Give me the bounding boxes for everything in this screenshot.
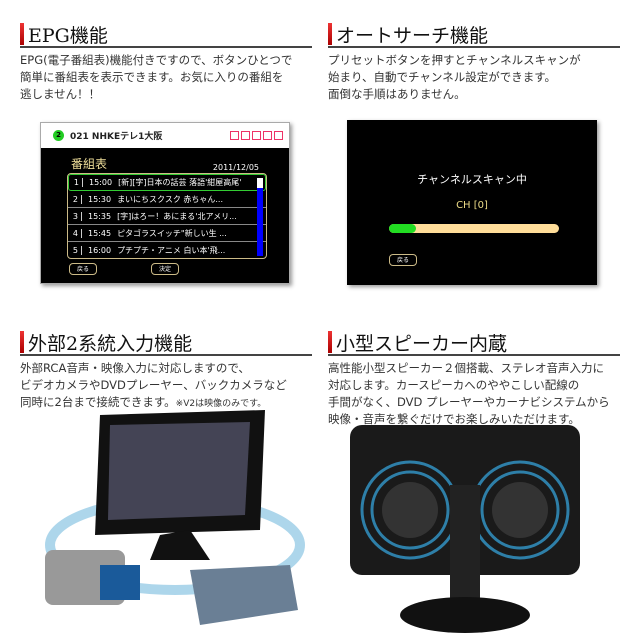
desc-line: ビデオカメラやDVDプレーヤー、バックカメラなど <box>20 378 287 392</box>
heading: 外部2系統入力機能 <box>28 332 193 355</box>
heading: オートサーチ機能 <box>336 24 489 47</box>
desc-line: 対応します。カースピーカへのややこしい配線の <box>328 378 580 392</box>
status-icons <box>230 131 283 140</box>
heading: 小型スピーカー内蔵 <box>336 332 508 355</box>
desc-line: 同時に2台まで接続できます。 <box>20 395 176 409</box>
section-speaker: 小型スピーカー内蔵 高性能小型スピーカー２個搭載、ステレオ音声入力に対応します。… <box>328 330 620 428</box>
note: ※V2は映像のみです。 <box>175 399 267 409</box>
desc-line: EPG(電子番組表)機能付きですので、ボタンひとつで <box>20 53 293 67</box>
section-epg: EPG機能 EPG(電子番組表)機能付きですので、ボタンひとつで簡単に番組表を表… <box>20 22 312 103</box>
desc-line: プリセットボタンを押すとチャンネルスキャンが <box>328 53 581 67</box>
scan-screen: チャンネルスキャン中 CH [0] 戻る <box>347 120 597 285</box>
channel-name: 021 NHKEテレ1大阪 <box>70 132 163 142</box>
heading: EPG機能 <box>28 24 108 47</box>
confirm-button[interactable]: 決定 <box>151 263 179 275</box>
desc-line: 映像・音声を繋ぐだけでお楽しみいただけます。 <box>328 412 580 426</box>
heading-accent <box>20 331 24 353</box>
desc-line: 高性能小型スピーカー２個搭載、ステレオ音声入力に <box>328 361 604 375</box>
heading-accent <box>20 23 24 45</box>
heading-accent <box>328 23 332 45</box>
section-inputs: 外部2系統入力機能 外部RCA音声・映像入力に対応しますので、ビデオカメラやDV… <box>20 330 312 413</box>
desc-line: 簡単に番組表を表示できます。お気に入りの番組を <box>20 70 284 84</box>
desc-line: 始まり、自動でチャンネル設定ができます。 <box>328 70 557 84</box>
desc-line: 面倒な手順はありません。 <box>328 87 466 101</box>
scan-progress-bar <box>389 224 559 233</box>
progress-fill <box>389 224 417 233</box>
scan-channel: CH [0] <box>456 200 488 211</box>
desc-line: 手間がなく、DVD プレーヤーやカーナビシステムから <box>328 395 610 409</box>
speaker-illustration <box>350 425 580 633</box>
desc-line: 外部RCA音声・映像入力に対応しますので、 <box>20 361 250 375</box>
desc-line: 逃しません！！ <box>20 87 101 101</box>
back-button[interactable]: 戻る <box>69 263 97 275</box>
epg-date: 2011/12/05 <box>212 163 259 172</box>
dvd-player-icon <box>190 565 298 625</box>
scrollbar[interactable] <box>257 178 263 256</box>
scan-title: チャンネルスキャン中 <box>417 173 527 186</box>
epg-title: 番組表 <box>71 157 108 171</box>
channel-badge: 2 <box>53 130 64 141</box>
back-button[interactable]: 戻る <box>389 254 417 266</box>
heading-accent <box>328 331 332 353</box>
section-auto-search: オートサーチ機能 プリセットボタンを押すとチャンネルスキャンが始まり、自動でチャ… <box>328 22 620 103</box>
monitor-devices-illustration <box>45 410 305 625</box>
